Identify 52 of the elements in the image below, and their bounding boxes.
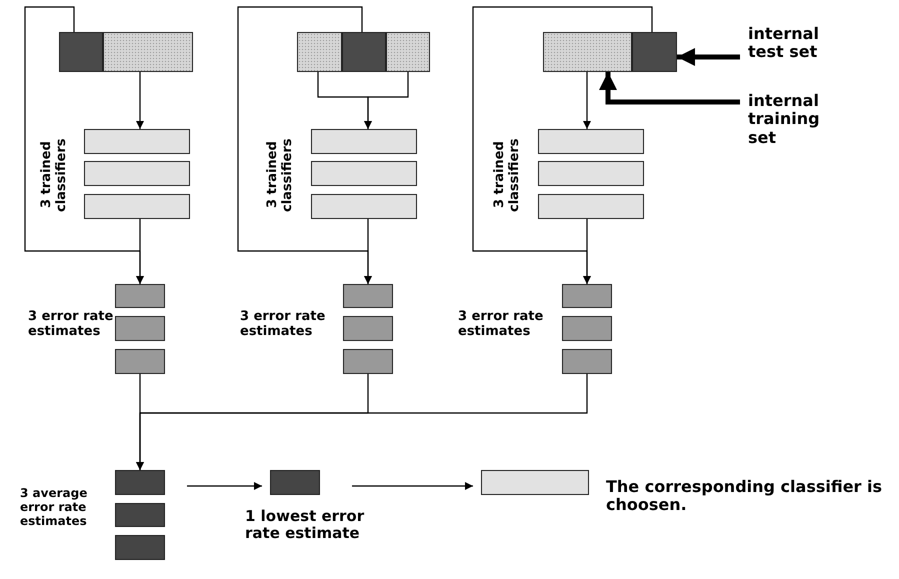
classifier-box — [311, 194, 417, 219]
arrow — [677, 48, 740, 66]
error-estimate-box — [115, 503, 165, 527]
classifier-box — [538, 194, 644, 219]
arrow — [583, 219, 591, 284]
classifier-box — [311, 161, 417, 186]
error-estimate-box — [115, 535, 165, 560]
error-estimate-box — [562, 316, 612, 341]
stack-label: 3 average error rate estimates — [20, 487, 88, 528]
classifier-box — [84, 194, 190, 219]
classifier-box — [481, 470, 589, 495]
test-set-segment — [632, 32, 677, 72]
classifier-box — [84, 129, 190, 154]
axis-label: 3 trained classifiers — [266, 137, 296, 214]
error-estimate-box — [115, 284, 165, 308]
stack-label: 3 error rate estimates — [28, 310, 114, 340]
error-estimate-box — [343, 284, 393, 308]
error-estimate-box — [115, 349, 165, 374]
axis-label: 3 trained classifiers — [493, 137, 523, 214]
annotation-text: internal training set — [748, 92, 828, 148]
arrow — [136, 72, 144, 129]
error-estimate-box — [562, 284, 612, 308]
test-set-segment — [342, 32, 386, 72]
error-estimate-box — [115, 316, 165, 341]
error-estimate-box — [562, 349, 612, 374]
classifier-box — [84, 161, 190, 186]
arrow — [136, 219, 144, 284]
stack-label: 3 error rate estimates — [240, 310, 326, 340]
training-set-segment — [103, 32, 193, 72]
training-set-segment — [543, 32, 632, 72]
arrow — [599, 72, 740, 104]
annotation-text: internal test set — [748, 25, 828, 62]
arrow — [583, 72, 591, 129]
error-estimate-box — [115, 470, 165, 495]
error-estimate-box — [270, 470, 320, 495]
training-set-segment — [386, 32, 430, 72]
arrow — [364, 219, 372, 284]
arrow — [136, 374, 588, 470]
test-set-segment — [59, 32, 103, 72]
classifier-box — [311, 129, 417, 154]
error-estimate-box — [343, 349, 393, 374]
classifier-box — [538, 129, 644, 154]
node-caption: 1 lowest error rate estimate — [245, 508, 366, 542]
training-set-segment — [297, 32, 342, 72]
node-caption: The corresponding classifier is choosen. — [606, 478, 884, 515]
stack-label: 3 error rate estimates — [458, 310, 544, 340]
arrow — [187, 482, 262, 490]
error-estimate-box — [343, 316, 393, 341]
classifier-box — [538, 161, 644, 186]
arrow — [352, 482, 473, 490]
axis-label: 3 trained classifiers — [40, 137, 70, 214]
arrow — [364, 72, 409, 129]
